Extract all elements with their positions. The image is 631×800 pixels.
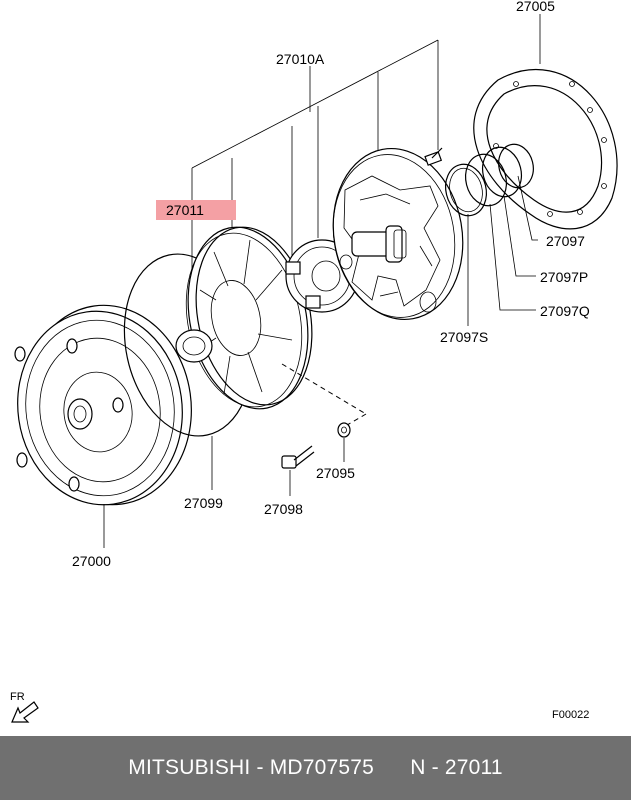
label-27095: 27095 [316, 465, 355, 481]
label-27005: 27005 [516, 0, 555, 14]
seal-rings [445, 143, 534, 217]
bolt-27098 [281, 445, 315, 496]
leader-27010a [191, 39, 439, 330]
oil-pump-body [332, 147, 464, 321]
torque-converter [14, 304, 192, 506]
label-27098: 27098 [264, 501, 303, 517]
label-27097q: 27097Q [540, 303, 590, 319]
assembly-dashed-lines [281, 363, 367, 429]
label-27010a: 27010A [276, 51, 325, 67]
label-27011: 27011 [166, 202, 204, 218]
highlight-27011 [156, 200, 236, 220]
gasket-27005 [473, 68, 618, 230]
washer-27095 [337, 422, 351, 462]
leaders-rings [467, 14, 541, 326]
figure-code: F00022 [552, 709, 589, 721]
footer-bar: MITSUBISHI - MD707575 N - 27011 [0, 736, 631, 800]
parts-diagram: 27005 27010A 27011 27097 27097P 27097Q 2… [10, 0, 618, 723]
label-27097: 27097 [546, 233, 585, 249]
label-27099: 27099 [184, 495, 223, 511]
pump-housing [175, 226, 313, 410]
label-27000: 27000 [72, 553, 111, 569]
label-27097s: 27097S [440, 329, 488, 345]
label-fr: FR [10, 691, 25, 703]
footer-part-number: MITSUBISHI - MD707575 N - 27011 [128, 756, 503, 779]
bolt-top [424, 147, 443, 166]
label-27097p: 27097P [540, 269, 588, 285]
front-arrow-icon [11, 701, 39, 723]
